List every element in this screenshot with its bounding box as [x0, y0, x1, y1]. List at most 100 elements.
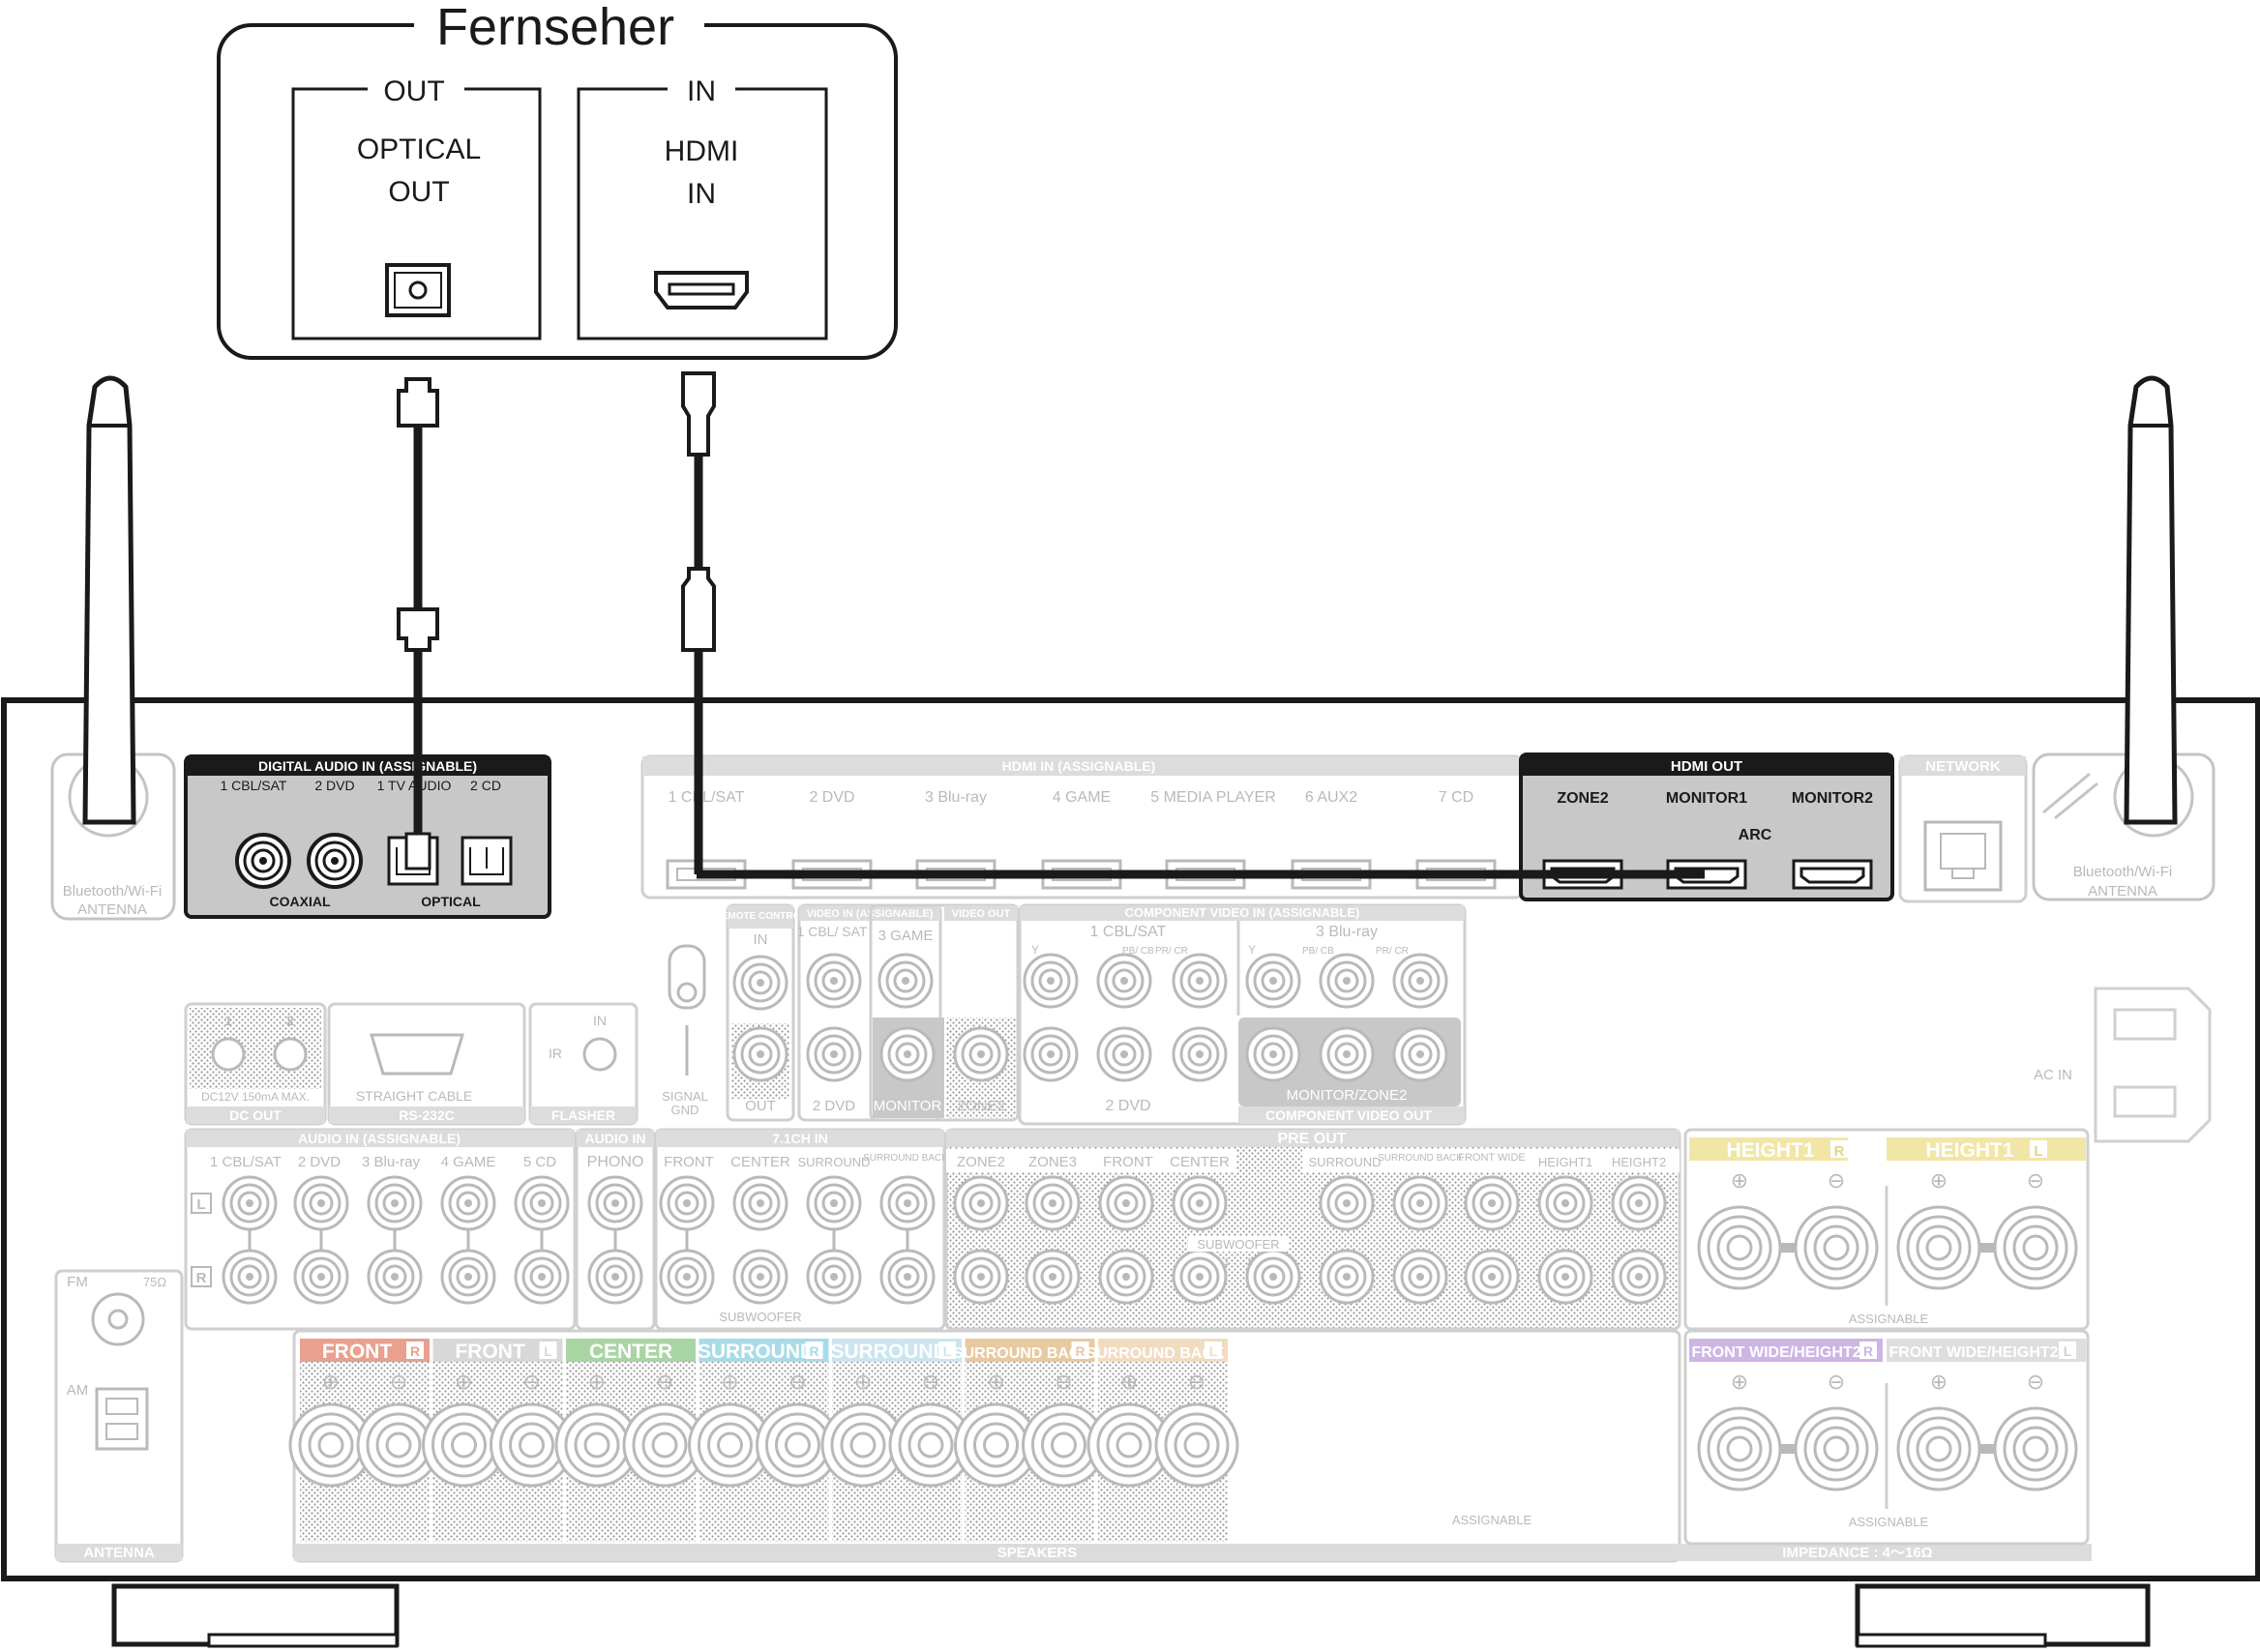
pre-out-subwoofer-1[interactable]: [1172, 1249, 1228, 1305]
pre-out-zone3-r[interactable]: [1025, 1249, 1081, 1305]
audio-in-4-r[interactable]: [440, 1249, 496, 1305]
component-out-sublabel: MONITOR/ZONE2: [1287, 1087, 1408, 1104]
component-out-y[interactable]: [1245, 1026, 1301, 1082]
pre-out-height1-r[interactable]: [1537, 1249, 1593, 1305]
height1-r-minus[interactable]: [1794, 1205, 1879, 1290]
audio-in-1-r[interactable]: [222, 1249, 278, 1305]
minus-icon: ⊖: [656, 1370, 673, 1394]
in71-surround-back-l[interactable]: [879, 1175, 936, 1231]
video-in-1-jack[interactable]: [806, 953, 862, 1009]
pre-out-surround-back-r[interactable]: [1392, 1249, 1448, 1305]
pre-out-zone2-l[interactable]: [953, 1175, 1009, 1231]
pre-out-surround-r[interactable]: [1319, 1249, 1375, 1305]
plus-icon: ⊕: [1731, 1168, 1748, 1193]
video-out-zone2-jack[interactable]: [953, 1026, 1009, 1082]
digital-input-1: 1 CBL/SAT: [221, 778, 287, 793]
audio-in-2-l[interactable]: [293, 1175, 349, 1231]
pre-out-height2-l[interactable]: [1611, 1175, 1667, 1231]
fw-h2-r-minus[interactable]: [1794, 1406, 1879, 1491]
fw-h2-l-minus[interactable]: [1993, 1406, 2078, 1491]
remote-in-jack[interactable]: [732, 955, 788, 1011]
video-in-2-jack[interactable]: [806, 1026, 862, 1082]
rs232c-port[interactable]: [369, 1033, 465, 1076]
fw-h2-l-plus[interactable]: [1896, 1406, 1981, 1491]
pre-out-front-r[interactable]: [1098, 1249, 1154, 1305]
component-in-1-label: 1 CBL/SAT: [1090, 924, 1167, 940]
height1-l-minus[interactable]: [1993, 1205, 2078, 1290]
front-wide-height2-panel: FRONT WIDE/HEIGHT2 R FRONT WIDE/HEIGHT2 …: [1683, 1329, 2090, 1546]
in71-front-r[interactable]: [659, 1249, 715, 1305]
component-in-header: COMPONENT VIDEO IN (ASSIGNABLE): [1125, 905, 1360, 920]
optical-port-cd[interactable]: [461, 836, 513, 886]
component-in-3-y[interactable]: [1245, 953, 1301, 1009]
pre-out-front-l[interactable]: [1098, 1175, 1154, 1231]
height1-l-plus[interactable]: [1896, 1205, 1981, 1290]
in71-surround-r[interactable]: [806, 1249, 862, 1305]
component-in-2-pb[interactable]: [1096, 1026, 1152, 1082]
fm-jack[interactable]: [91, 1292, 145, 1346]
in71-front-l[interactable]: [659, 1175, 715, 1231]
in71-center[interactable]: [732, 1175, 788, 1231]
audio-in-5-l[interactable]: [514, 1175, 570, 1231]
video-in-1-label: 1 CBL/ SAT: [797, 924, 868, 939]
audio-in-3-l[interactable]: [367, 1175, 423, 1231]
component-in-1-pr[interactable]: [1172, 953, 1228, 1009]
minus-icon: ⊖: [1828, 1168, 1845, 1193]
audio-in-1-label: 1 CBL/SAT: [210, 1154, 282, 1170]
signal-gnd[interactable]: SIGNAL GND: [662, 944, 708, 1117]
pre-out-zone3-l[interactable]: [1025, 1175, 1081, 1231]
pre-out-surround-l[interactable]: [1319, 1175, 1375, 1231]
hdmi-out-monitor2-port[interactable]: [1792, 859, 1873, 890]
in71-subwoofer[interactable]: [732, 1249, 788, 1305]
remote-control-panel: REMOTE CONTROL IN OUT: [715, 903, 807, 1122]
flasher-jack[interactable]: [582, 1037, 617, 1072]
dc-out-port-2[interactable]: [273, 1037, 308, 1072]
audio-in-1-l[interactable]: [222, 1175, 278, 1231]
pre-out-height2-r[interactable]: [1611, 1249, 1667, 1305]
speaker-group-label: FRONT: [455, 1341, 524, 1363]
pre-out-height1-l[interactable]: [1537, 1175, 1593, 1231]
component-video-panel: COMPONENT VIDEO IN (ASSIGNABLE) 1 CBL/SA…: [1018, 903, 1467, 1126]
component-out-pb[interactable]: [1319, 1026, 1375, 1082]
pre-out-center[interactable]: [1172, 1175, 1228, 1231]
speakers-assignable-sb: ASSIGNABLE: [1452, 1513, 1532, 1527]
video-out-monitor-jack[interactable]: [879, 1026, 936, 1082]
component-in-1-y[interactable]: [1023, 953, 1079, 1009]
dc-out-port-1[interactable]: [211, 1037, 246, 1072]
antenna-left-label-2: ANTENNA: [77, 901, 147, 918]
coaxial-port-2[interactable]: [307, 833, 363, 889]
ac-in[interactable]: AC IN: [2034, 987, 2212, 1143]
pre-out-surround-back-l[interactable]: [1392, 1175, 1448, 1231]
audio-in-5-r[interactable]: [514, 1249, 570, 1305]
coaxial-port-1[interactable]: [235, 833, 291, 889]
phono-r[interactable]: [587, 1249, 643, 1305]
pre-out-front-wide-r[interactable]: [1464, 1249, 1520, 1305]
tv-hdmi-port[interactable]: [654, 271, 749, 310]
speaker-group-label: SURROUND: [698, 1341, 815, 1363]
audio-in-4-l[interactable]: [440, 1175, 496, 1231]
phono-l[interactable]: [587, 1175, 643, 1231]
speaker-terminal-minus[interactable]: [1154, 1402, 1239, 1488]
pre-out-zone2-r[interactable]: [953, 1249, 1009, 1305]
lan-port[interactable]: [1923, 820, 2003, 892]
component-in-3-pb[interactable]: [1319, 953, 1375, 1009]
component-in-2-pr[interactable]: [1172, 1026, 1228, 1082]
phono-label: PHONO: [587, 1154, 644, 1170]
in71-surround-l[interactable]: [806, 1175, 862, 1231]
audio-in-3-r[interactable]: [367, 1249, 423, 1305]
fw-h2-r-plus[interactable]: [1697, 1406, 1782, 1491]
in71-surround-back-r[interactable]: [879, 1249, 936, 1305]
component-out-pr[interactable]: [1392, 1026, 1448, 1082]
video-in-3-jack[interactable]: [877, 953, 934, 1009]
component-in-3-pr[interactable]: [1392, 953, 1448, 1009]
component-in-2-y[interactable]: [1023, 1026, 1079, 1082]
am-terminal[interactable]: [95, 1387, 149, 1451]
height1-r-plus[interactable]: [1697, 1205, 1782, 1290]
pre-out-front-wide-l[interactable]: [1464, 1175, 1520, 1231]
remote-out-jack[interactable]: [732, 1026, 788, 1082]
pre-out-subwoofer-2[interactable]: [1245, 1249, 1301, 1305]
component-in-1-pb[interactable]: [1096, 953, 1152, 1009]
dc-out-label: DC OUT: [229, 1107, 282, 1123]
audio-in-2-r[interactable]: [293, 1249, 349, 1305]
tv-optical-port[interactable]: [385, 263, 451, 317]
